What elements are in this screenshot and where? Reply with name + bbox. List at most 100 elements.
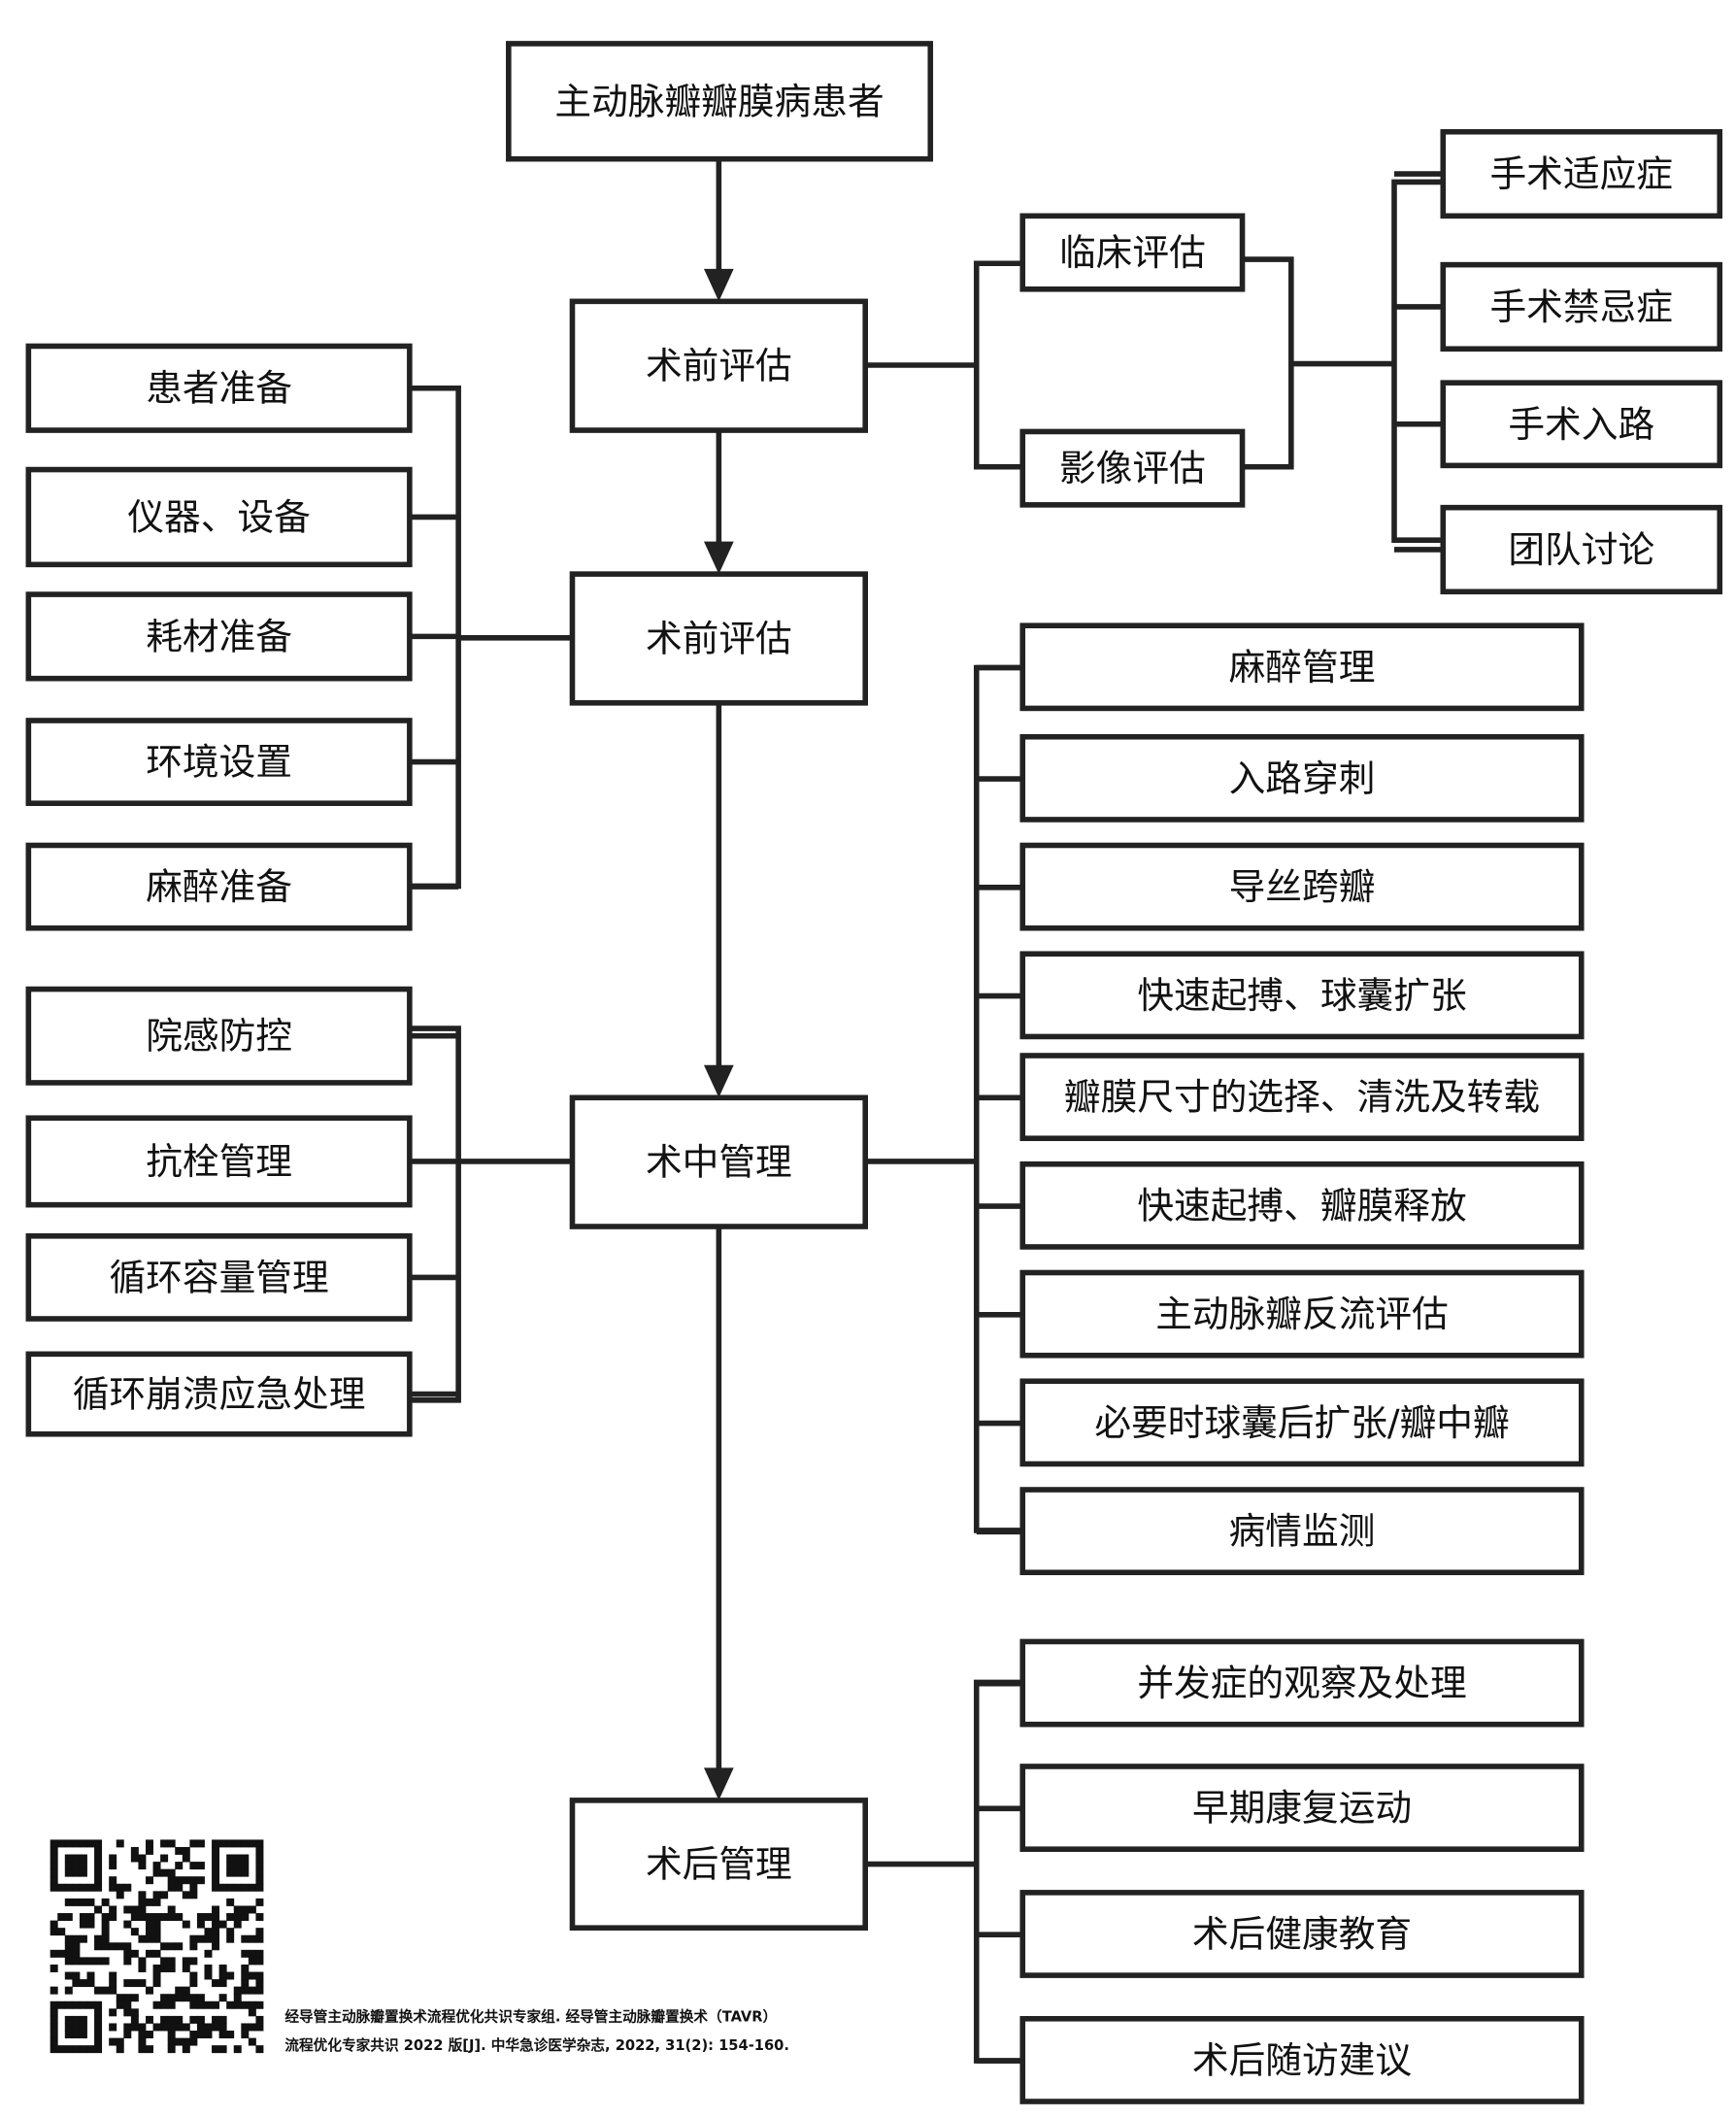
- intraop-right-item-6-frame: [1019, 1269, 1585, 1359]
- intraop-right-item-8: 病情监测: [1019, 1487, 1585, 1576]
- intraop-left-item-3-label: 循环崩溃应急处理: [73, 1373, 366, 1416]
- intraop-left-item-1: 抗栓管理: [25, 1115, 413, 1208]
- intraop-right-item-8-frame: [1019, 1487, 1585, 1576]
- intraop-right-item-1: 入路穿刺: [1019, 733, 1585, 823]
- postop-item-3-frame: [1019, 2015, 1585, 2104]
- intraop-right-item-0-frame: [1019, 622, 1585, 712]
- intraop-left-item-2-label: 循环容量管理: [109, 1256, 328, 1298]
- intraop-right-item-2: 导丝跨瓣: [1019, 842, 1585, 931]
- preparation-item-2-label: 耗材准备: [146, 615, 292, 657]
- stage-node-3: 术后管理: [569, 1798, 868, 1931]
- stage-node-3-frame: [569, 1798, 868, 1931]
- stage-node-0: 术前评估: [569, 298, 868, 433]
- assessment-outcome-3-label: 团队讨论: [1508, 528, 1654, 571]
- connector-line: [1391, 179, 1444, 543]
- intraop-left-item-1-frame: [25, 1115, 413, 1208]
- postop-item-0-frame: [1019, 1638, 1585, 1728]
- preparation-item-3-label: 环境设置: [146, 741, 292, 784]
- assessment-sub-1: 影像评估: [1019, 428, 1246, 508]
- arrow-head-icon: [703, 268, 734, 302]
- stage-node-0-frame: [569, 298, 868, 433]
- assessment-sub-0-label: 临床评估: [1059, 231, 1206, 274]
- stage-node-3-label: 术后管理: [646, 1843, 792, 1886]
- intraop-right-item-5-label: 快速起搏、瓣膜释放: [1137, 1184, 1466, 1227]
- stage-node-0-label: 术前评估: [646, 345, 792, 387]
- stage-node-1-label: 术前评估: [646, 617, 792, 659]
- assessment-outcome-0: 手术适应症: [1440, 128, 1723, 219]
- postop-item-2-frame: [1019, 1890, 1585, 1978]
- arrow-head-icon: [703, 1767, 734, 1800]
- intraop-left-item-3: 循环崩溃应急处理: [25, 1351, 413, 1437]
- connector-line: [1242, 256, 1294, 470]
- intraop-right-item-3: 快速起搏、球囊扩张: [1019, 951, 1585, 1040]
- intraop-left-item-3-frame: [25, 1351, 413, 1437]
- preparation-item-3-frame: [25, 718, 413, 806]
- assessment-outcome-3: 团队讨论: [1440, 504, 1723, 595]
- arrow-head-icon: [703, 541, 734, 575]
- assessment-outcome-0-frame: [1440, 128, 1723, 219]
- assessment-outcome-1-label: 手术禁忌症: [1489, 286, 1673, 328]
- intraop-right-item-1-label: 入路穿刺: [1229, 756, 1376, 799]
- citation-line-1: 经导管主动脉瓣置换术流程优化共识专家组. 经导管主动脉瓣置换术（TAVR）: [284, 2008, 777, 2026]
- intraop-right-item-6-label: 主动脉瓣反流评估: [1155, 1293, 1449, 1335]
- intraop-right-item-4-frame: [1019, 1053, 1585, 1142]
- intraop-left-item-1-label: 抗栓管理: [146, 1140, 292, 1183]
- intraop-right-item-7-frame: [1019, 1378, 1585, 1467]
- intraop-right-item-2-label: 导丝跨瓣: [1229, 865, 1376, 908]
- intraop-right-item-4-label: 瓣膜尺寸的选择、清洗及转载: [1064, 1076, 1540, 1119]
- preparation-item-4: 麻醉准备: [25, 842, 413, 931]
- postop-item-1-label: 早期康复运动: [1192, 1787, 1412, 1830]
- assessment-sub-1-label: 影像评估: [1059, 447, 1206, 489]
- preparation-item-3: 环境设置: [25, 718, 413, 806]
- assessment-sub-0: 临床评估: [1019, 213, 1246, 292]
- intraop-left-item-0-frame: [25, 986, 413, 1086]
- preparation-item-2-frame: [25, 591, 413, 682]
- connector-line: [973, 1679, 1023, 2064]
- assessment-outcome-2-frame: [1440, 380, 1723, 469]
- preparation-item-4-label: 麻醉准备: [146, 865, 292, 908]
- assessment-outcome-1: 手术禁忌症: [1440, 261, 1723, 353]
- stage-node-1-frame: [569, 571, 868, 706]
- assessment-outcome-2: 手术入路: [1440, 380, 1723, 469]
- preparation-item-4-frame: [25, 842, 413, 931]
- assessment-outcome-0-label: 手术适应症: [1489, 152, 1673, 195]
- intraop-left-item-0: 院感防控: [25, 986, 413, 1086]
- assessment-outcome-2-label: 手术入路: [1508, 403, 1654, 446]
- connector-line: [973, 260, 1023, 470]
- preparation-item-1-frame: [25, 466, 413, 568]
- postop-item-2-label: 术后健康教育: [1192, 1912, 1412, 1955]
- qr-code: [50, 1839, 264, 2054]
- arrow-head-icon: [703, 1064, 734, 1098]
- preparation-item-0-label: 患者准备: [146, 367, 292, 410]
- root-node-label: 主动脉瓣瓣膜病患者: [554, 80, 884, 122]
- intraop-right-item-2-frame: [1019, 842, 1585, 931]
- assessment-outcome-1-frame: [1440, 261, 1723, 353]
- root-node-frame: [506, 41, 934, 162]
- assessment-sub-0-frame: [1019, 213, 1246, 292]
- postop-item-3: 术后随访建议: [1019, 2015, 1585, 2104]
- intraop-right-item-5-frame: [1019, 1160, 1585, 1250]
- stage-node-2: 术中管理: [569, 1094, 868, 1229]
- stage-node-2-frame: [569, 1094, 868, 1229]
- intraop-left-item-2: 循环容量管理: [25, 1232, 413, 1322]
- intraop-right-item-0: 麻醉管理: [1019, 622, 1585, 712]
- postop-item-2: 术后健康教育: [1019, 1890, 1585, 1978]
- preparation-item-0: 患者准备: [25, 343, 413, 433]
- connector-line: [409, 1025, 461, 1403]
- assessment-outcome-3-frame: [1440, 504, 1723, 595]
- intraop-right-item-8-label: 病情监测: [1229, 1510, 1376, 1553]
- preparation-item-1-label: 仪器、设备: [127, 495, 311, 538]
- intraop-right-item-4: 瓣膜尺寸的选择、清洗及转载: [1019, 1053, 1585, 1142]
- preparation-item-1: 仪器、设备: [25, 466, 413, 568]
- intraop-right-item-3-frame: [1019, 951, 1585, 1040]
- intraop-right-item-1-frame: [1019, 733, 1585, 823]
- preparation-item-0-frame: [25, 343, 413, 433]
- intraop-right-item-7-label: 必要时球囊后扩张/瓣中瓣: [1094, 1401, 1509, 1444]
- intraop-left-item-2-frame: [25, 1232, 413, 1322]
- stage-node-1: 术前评估: [569, 571, 868, 706]
- intraop-right-item-7: 必要时球囊后扩张/瓣中瓣: [1019, 1378, 1585, 1467]
- postop-item-1: 早期康复运动: [1019, 1764, 1585, 1852]
- intraop-left-item-0-label: 院感防控: [146, 1015, 292, 1058]
- stage-node-2-label: 术中管理: [646, 1141, 792, 1184]
